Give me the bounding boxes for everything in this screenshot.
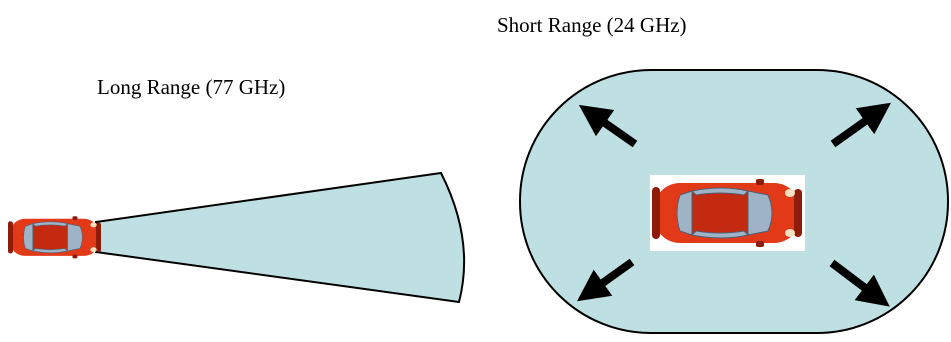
long-range-beam [95, 171, 466, 304]
car-icon [7, 215, 102, 259]
car-icon [651, 178, 803, 248]
long-range-label: Long Range (77 GHz) [97, 75, 286, 99]
short-range-label: Short Range (24 GHz) [497, 13, 687, 37]
arrow-up-right-icon [830, 102, 892, 148]
arrow-down-left-icon [576, 258, 635, 302]
arrow-up-left-icon [578, 104, 638, 148]
arrow-down-right-icon [829, 259, 890, 307]
